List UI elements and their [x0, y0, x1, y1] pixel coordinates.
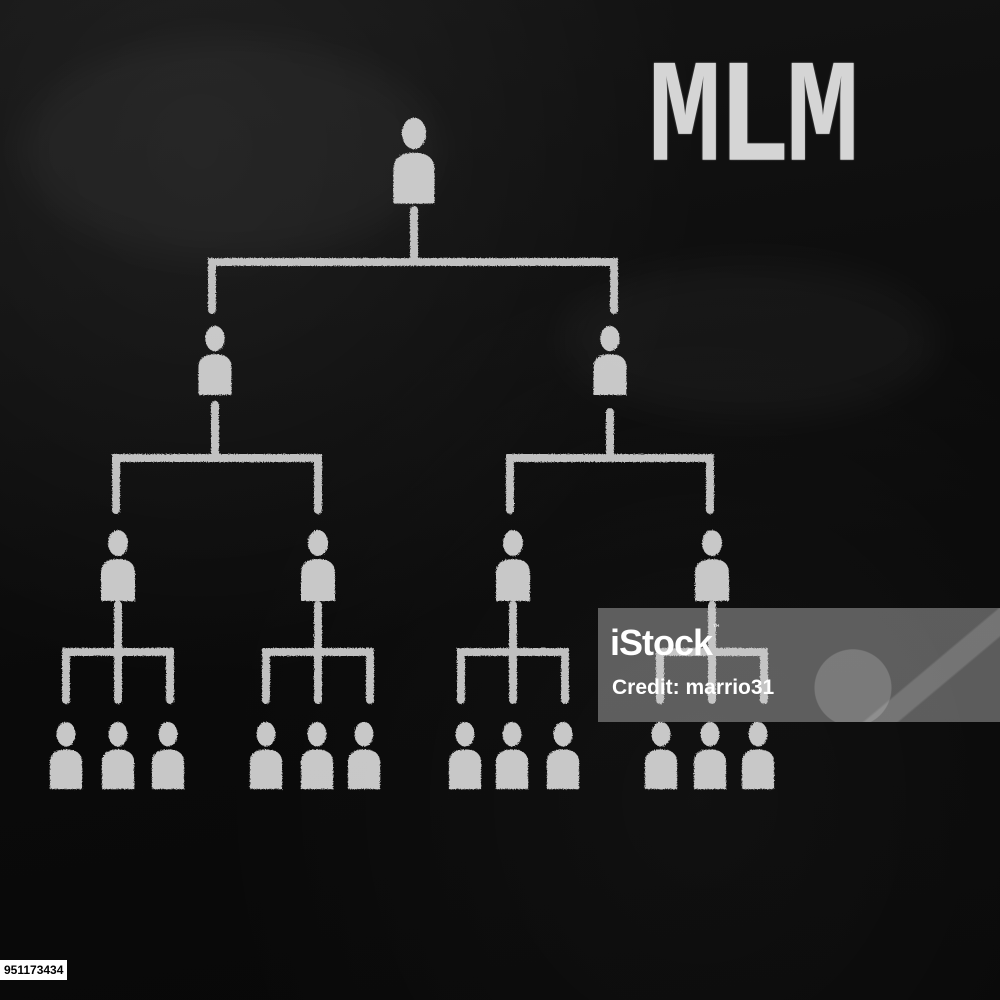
person-icon-level-2 [101, 530, 135, 601]
person-icon-level-3 [448, 721, 482, 790]
watermark-brand: iStock [610, 622, 713, 663]
connector-lines [62, 206, 768, 704]
person-icon-level-3 [300, 721, 334, 790]
connector-level-3 [656, 601, 768, 704]
mlm-heading: MLM [648, 38, 860, 205]
person-icon-level-3 [644, 721, 678, 790]
person-icon-level-3 [249, 721, 283, 790]
person-icon-level-3 [101, 721, 135, 790]
connector-level-2 [112, 401, 322, 514]
person-icon-level-1 [198, 325, 232, 396]
person-icon-level-3 [546, 721, 580, 790]
person-icon-level-3 [49, 721, 83, 790]
person-icon-level-3 [151, 721, 185, 790]
istock-watermark: iStock ™ Credit: marrio31 [598, 608, 1000, 722]
connector-level-1 [208, 206, 618, 314]
watermark-credit: Credit: marrio31 [612, 676, 775, 699]
watermark-graphic [790, 608, 1000, 722]
person-icon-top [393, 117, 435, 204]
stock-image-id: 951173434 [0, 960, 68, 980]
person-icon-level-3 [741, 721, 775, 790]
connector-level-3 [62, 601, 174, 704]
person-icon-level-3 [347, 721, 381, 790]
connector-level-2 [506, 408, 714, 514]
person-icon-level-3 [693, 721, 727, 790]
person-icon-level-2 [301, 530, 335, 601]
person-icon-level-1 [593, 325, 627, 396]
person-icon-level-2 [695, 530, 729, 601]
connector-level-3 [262, 601, 374, 704]
person-icon-level-2 [496, 530, 530, 601]
person-icon-level-3 [495, 721, 529, 790]
watermark-trademark: ™ [712, 624, 721, 634]
connector-level-3 [457, 601, 569, 704]
